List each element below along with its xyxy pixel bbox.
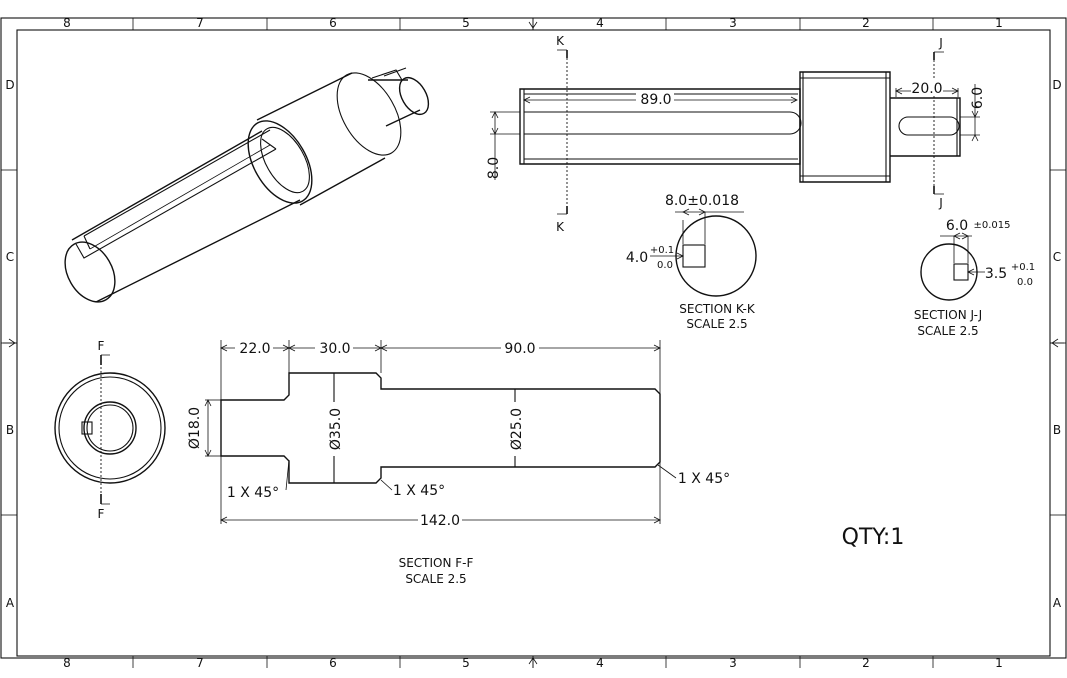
section-mark-k-bottom: K	[556, 220, 565, 234]
column-label: 2	[862, 16, 870, 30]
section-jj-scale: SCALE 2.5	[917, 324, 978, 338]
dim-kk-depth: 4.0	[626, 250, 648, 266]
row-label: C	[1053, 250, 1061, 264]
chamfer-note-1: 1 X 45°	[227, 485, 279, 501]
dim-key-length: 20.0	[911, 81, 942, 97]
dim-ff-dia-main: Ø25.0	[509, 408, 525, 450]
dim-jj-width: 6.0	[946, 218, 968, 234]
dim-ff-seg1: 22.0	[239, 341, 270, 357]
drawing-border	[0, 17, 1067, 668]
column-label: 4	[596, 656, 604, 670]
dim-keyway-length: 89.0	[640, 92, 671, 108]
row-label: B	[6, 423, 14, 437]
chamfer-note-2: 1 X 45°	[393, 483, 445, 499]
section-f-f: 22.0 30.0 90.0 142.0 Ø18.0 Ø35.0 Ø25.0 1…	[187, 340, 730, 586]
column-label: 7	[196, 656, 204, 670]
section-ff-scale: SCALE 2.5	[405, 572, 466, 586]
zone-labels: 8 7 6 5 4 3 2 1 8 7 6 5 4 3 2 1 D C B A …	[5, 16, 1062, 670]
column-label: 3	[729, 16, 737, 30]
row-label: A	[6, 596, 15, 610]
dim-ff-seg3: 90.0	[504, 341, 535, 357]
row-label: D	[5, 78, 14, 92]
section-kk-title: SECTION K-K	[679, 302, 756, 316]
dim-ff-total: 142.0	[420, 513, 460, 529]
quantity-label: QTY:1	[842, 525, 905, 550]
row-label: B	[1053, 423, 1061, 437]
column-label: 2	[862, 656, 870, 670]
column-label: 8	[63, 16, 71, 30]
tol-kk-lower: 0.0	[657, 260, 673, 271]
end-view: F F	[54, 339, 166, 521]
column-label: 3	[729, 656, 737, 670]
row-label: A	[1053, 596, 1062, 610]
tol-jj-lower: 0.0	[1017, 277, 1033, 288]
isometric-view	[64, 67, 430, 303]
dim-kk-width: 8.0±0.018	[665, 193, 739, 209]
section-kk-scale: SCALE 2.5	[686, 317, 747, 331]
section-mark-f-top: F	[98, 339, 105, 353]
section-mark-j-top: J	[938, 36, 943, 50]
section-k-k: 8.0±0.018 4.0 +0.1 0.0 SECTION K-K SCALE…	[626, 193, 757, 331]
dim-jj-depth: 3.5	[985, 266, 1007, 282]
section-mark-f-bottom: F	[98, 507, 105, 521]
dim-slot-width: 8.0	[486, 157, 502, 179]
dim-ff-seg2: 30.0	[319, 341, 350, 357]
section-mark-j-bottom: J	[938, 196, 943, 210]
section-mark-k-top: K	[556, 34, 565, 48]
column-label: 5	[462, 16, 470, 30]
tol-kk-upper: +0.1	[650, 245, 674, 256]
column-label: 4	[596, 16, 604, 30]
section-ff-title: SECTION F-F	[399, 556, 474, 570]
column-label: 5	[462, 656, 470, 670]
column-label: 6	[329, 656, 337, 670]
dim-key-width: 6.0	[970, 87, 986, 109]
row-label: C	[6, 250, 14, 264]
section-jj-title: SECTION J-J	[914, 308, 982, 322]
column-label: 1	[995, 16, 1003, 30]
top-view: K K J J 89.0 20.0 6.0 8.0	[486, 34, 986, 234]
column-label: 7	[196, 16, 204, 30]
column-label: 8	[63, 656, 71, 670]
tol-jj-width: ±0.015	[973, 220, 1010, 231]
column-label: 6	[329, 16, 337, 30]
section-j-j: 6.0 ±0.015 3.5 +0.1 0.0 SECTION J-J SCAL…	[914, 218, 1035, 338]
dim-ff-dia-small: Ø18.0	[187, 407, 203, 449]
column-label: 1	[995, 656, 1003, 670]
row-label: D	[1052, 78, 1061, 92]
dim-ff-dia-collar: Ø35.0	[328, 408, 344, 450]
chamfer-note-3: 1 X 45°	[678, 471, 730, 487]
tol-jj-upper: +0.1	[1011, 262, 1035, 273]
